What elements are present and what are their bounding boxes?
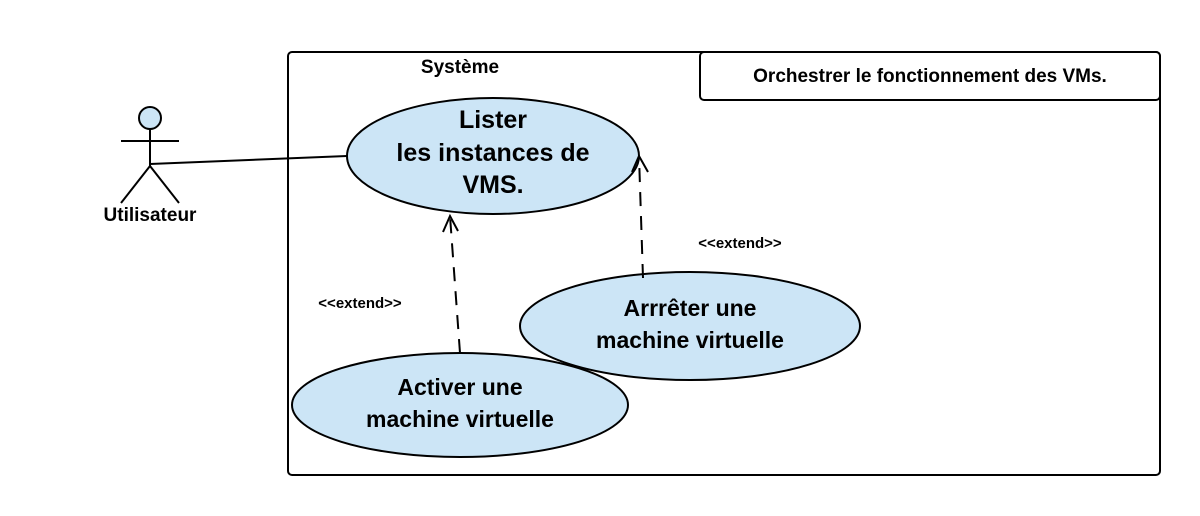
- use-case-start-vm-line2: machine virtuelle: [366, 406, 554, 432]
- extend-arrow-start-shaft: [449, 215, 461, 354]
- use-case-list-instances-line1: Lister: [459, 106, 527, 134]
- actor-utilisateur: [120, 106, 180, 204]
- extend-label-right: <<extend>>: [698, 235, 782, 252]
- extend-arrow-stop-shaft: [638, 155, 644, 279]
- extend-arrow-stop: [631, 153, 649, 279]
- association-line: [149, 155, 348, 165]
- use-case-stop-vm-ellipse: [519, 271, 861, 381]
- use-case-start-vm-line1: Activer une: [397, 374, 522, 400]
- use-case-stop-vm-line2: machine virtuelle: [596, 327, 784, 353]
- extend-arrow-start: [442, 213, 461, 354]
- note-text: Orchestrer le fonctionnement des VMs.: [753, 66, 1107, 87]
- use-case-list-instances-line2: les instances de: [396, 139, 589, 167]
- use-case-stop-vm: Arrrêter une machine virtuelle: [519, 271, 861, 381]
- use-case-list-instances: Lister les instances de VMS.: [346, 97, 640, 215]
- extend-label-left: <<extend>>: [318, 295, 402, 312]
- extend-arrow-start-head: [442, 213, 459, 233]
- actor-name: Utilisateur: [104, 205, 198, 226]
- use-case-stop-vm-line1: Arrrêter une: [624, 295, 757, 321]
- note-box: [699, 51, 1161, 101]
- extend-arrow-stop-head: [631, 153, 649, 173]
- use-case-list-instances-line3: VMS.: [462, 171, 523, 199]
- use-case-start-vm: Activer une machine virtuelle: [291, 352, 629, 458]
- actor-left-leg: [120, 165, 151, 204]
- use-case-start-vm-ellipse: [291, 352, 629, 458]
- actor-head: [138, 106, 162, 130]
- system-title: Système: [421, 57, 499, 78]
- actor-right-leg: [149, 165, 180, 204]
